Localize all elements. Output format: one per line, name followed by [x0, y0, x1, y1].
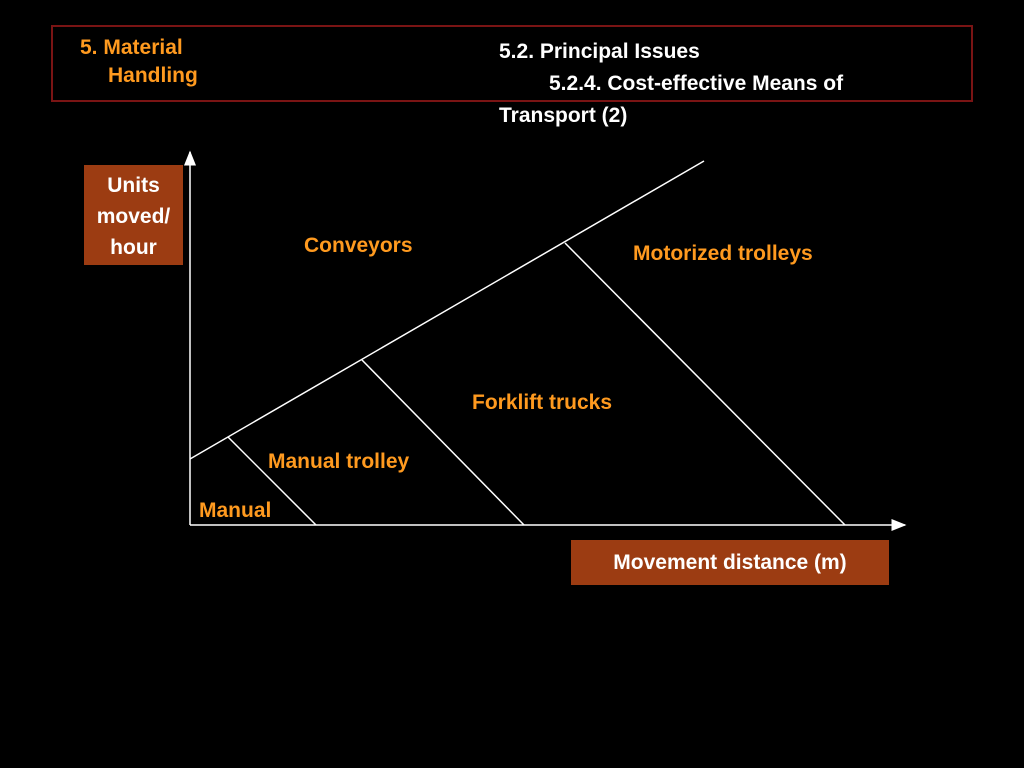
- section-title-line2: Handling: [108, 64, 198, 87]
- y-axis-label-line2: moved/: [96, 205, 171, 228]
- subsection-line2: 5.2.4. Cost-effective Means of: [549, 72, 844, 95]
- manual-trolley-boundary-line: [361, 359, 525, 526]
- region-label-motorized-trolleys: Motorized trolleys: [633, 242, 813, 265]
- region-label-conveyors: Conveyors: [304, 234, 413, 257]
- conveyor-boundary-line: [189, 160, 705, 460]
- y-axis-label-line3: hour: [110, 236, 157, 259]
- subsection-heading: 5.2. Principal Issues 5.2.4. Cost-effect…: [499, 36, 843, 132]
- x-axis-label: Movement distance (m): [571, 540, 889, 585]
- y-axis-label: Units moved/ hour: [84, 165, 183, 265]
- header-frame: [51, 25, 973, 102]
- region-label-manual: Manual: [199, 499, 272, 522]
- forklift-boundary-line: [564, 242, 846, 526]
- section-title-line1: 5. Material: [80, 36, 183, 59]
- region-label-forklift-trucks: Forklift trucks: [472, 391, 613, 414]
- region-label-manual-trolley: Manual trolley: [268, 450, 410, 473]
- subsection-line3: Transport (2): [499, 104, 628, 127]
- manual-boundary-line: [227, 436, 317, 526]
- subsection-line1: 5.2. Principal Issues: [499, 40, 700, 63]
- y-axis-label-line1: Units: [107, 174, 160, 197]
- section-title: 5. Material Handling: [80, 34, 198, 90]
